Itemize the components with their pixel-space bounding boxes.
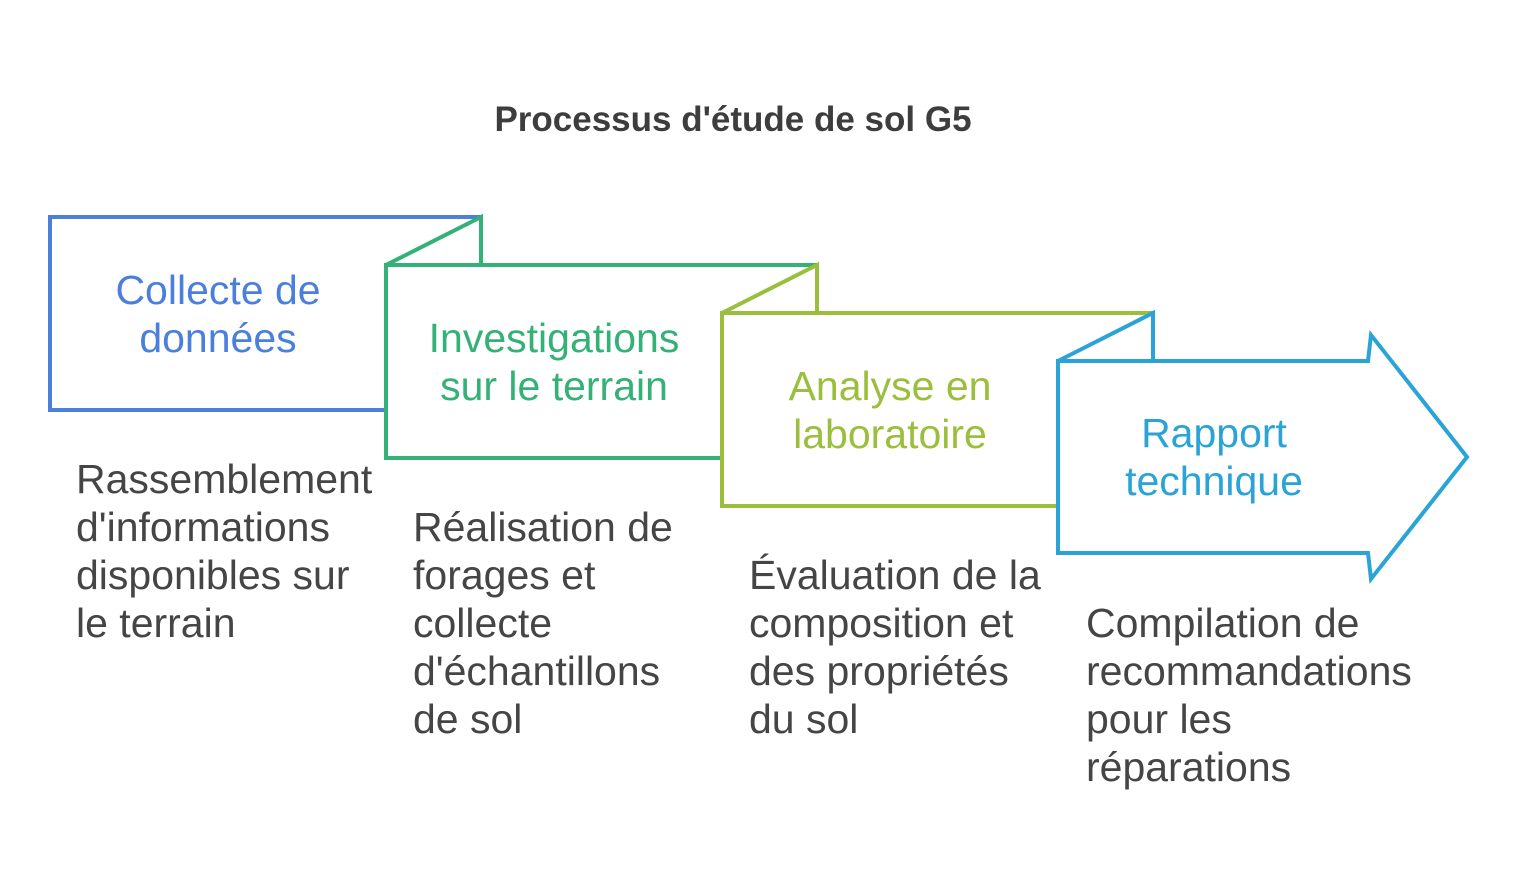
step-2-description-line: de sol: [413, 696, 523, 742]
step-2-description-line: collecte: [413, 600, 553, 646]
step-3-description-line: Évaluation de la: [749, 552, 1041, 598]
step-3-description-line: composition et: [749, 600, 1014, 646]
step-3-description: Évaluation de la composition et des prop…: [749, 551, 1094, 743]
step-1-description-line: Rassemblement: [76, 456, 373, 502]
step-2-description-line: forages et: [413, 552, 596, 598]
step-2-description-line: d'échantillons: [413, 648, 661, 694]
step-4-label-line-1: Rapport: [1141, 410, 1287, 456]
diagram-title: Processus d'étude de sol G5: [494, 100, 972, 139]
step-3-description-line: du sol: [749, 696, 859, 742]
step-1-description-line: d'informations: [76, 504, 330, 550]
step-2-label-line-1: Investigations: [428, 314, 680, 361]
step-1-description-line: le terrain: [76, 600, 236, 646]
step-2-description: Réalisation de forages et collecte d'éch…: [413, 503, 758, 743]
step-4-description: Compilation de recommandations pour les …: [1086, 599, 1446, 791]
step-4-label-line-2: technique: [1125, 458, 1303, 504]
step-4-arrow-shape: [1056, 329, 1470, 585]
step-1-label-line-2: données: [139, 314, 297, 361]
step-2-label: Investigations sur le terrain: [386, 265, 722, 458]
step-4-description-line: réparations: [1086, 744, 1292, 790]
step-3-label: Analyse en laboratoire: [722, 313, 1058, 506]
step-2-description-line: Réalisation de: [413, 504, 673, 550]
step-1-label-line-1: Collecte de: [115, 266, 321, 313]
step-4-description-line: recommandations: [1086, 648, 1412, 694]
step-4-label: Rapport technique: [1058, 361, 1370, 553]
step-3-description-line: des propriétés: [749, 648, 1009, 694]
step-4-description-line: pour les: [1086, 696, 1232, 742]
step-3-label-line-2: laboratoire: [793, 410, 987, 457]
step-3-label-line-1: Analyse en: [788, 362, 992, 409]
step-1-label: Collecte de données: [50, 217, 386, 410]
step-1-description-line: disponibles sur: [76, 552, 350, 598]
step-1-description: Rassemblement d'informations disponibles…: [76, 455, 421, 647]
step-2-label-line-2: sur le terrain: [440, 362, 668, 409]
step-4-description-line: Compilation de: [1086, 600, 1360, 646]
